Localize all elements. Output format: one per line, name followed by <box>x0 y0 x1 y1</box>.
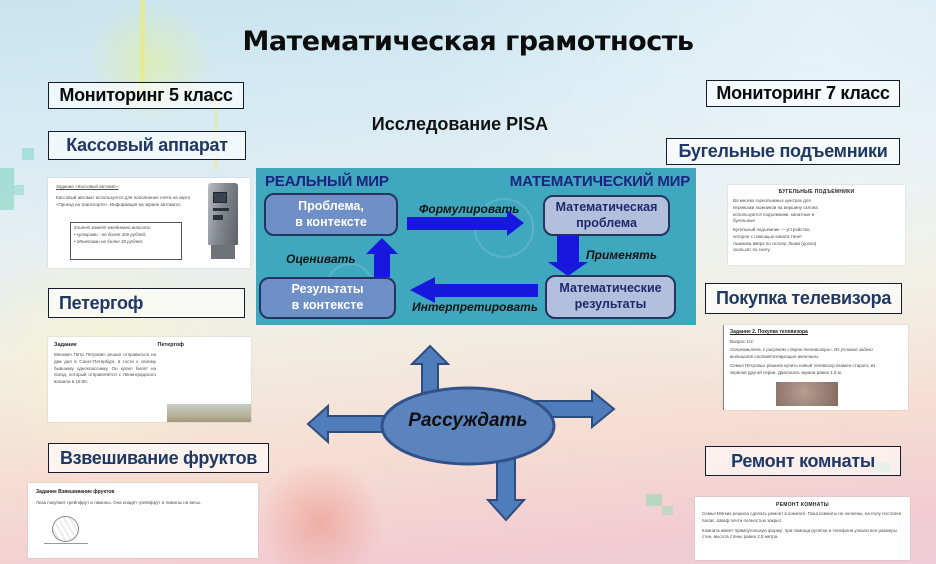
apply-label: Применять <box>586 248 657 262</box>
reasoning-label: Рассуждать <box>408 410 528 431</box>
card-title: Задание 2. Покупка телевизора <box>730 329 808 335</box>
interpret-label: Интерпретировать <box>412 300 538 314</box>
label-text: Кассовый аппарат <box>66 135 228 155</box>
apply-arrow-head <box>548 262 588 276</box>
card-body: Москвич Петр Петрович решил отправиться … <box>54 352 156 384</box>
card-title: РЕМОНТ КОМНАТЫ <box>775 502 829 508</box>
label-text: Мониторинг 7 класс <box>716 83 890 103</box>
card-body: Семья Мягких решила сделать ремонт в ком… <box>702 511 902 523</box>
label-text: Покупка телевизора <box>715 288 892 308</box>
formulate-arrow-head <box>507 210 524 236</box>
card-hint: Ознакомьтесь с рисунком «Экран телевизор… <box>730 346 873 359</box>
interpret-arrow <box>435 284 538 297</box>
label-fruit-weighing[interactable]: Взвешивание фруктов <box>48 443 269 473</box>
label-peterhof[interactable]: Петергоф <box>48 288 245 318</box>
label-text: Петергоф <box>59 292 144 313</box>
card-title: Задание Взвешивание фруктов <box>36 489 115 495</box>
box-math-problem: Математическая проблема <box>543 195 670 236</box>
card-body: Бугельный подъемник — устройство, которо… <box>733 227 817 253</box>
evaluate-arrow-head <box>366 238 398 254</box>
box-results-in-context: Результаты в контексте <box>259 277 396 319</box>
label-monitoring-5[interactable]: Мониторинг 5 класс <box>48 82 244 109</box>
label-ski-lifts[interactable]: Бугельные подъемники <box>666 138 900 165</box>
peterhof-photo <box>167 403 251 422</box>
label-monitoring-7[interactable]: Мониторинг 7 класс <box>706 80 900 107</box>
background-decoration <box>14 185 24 195</box>
card-title: Задание «Кассовый автомат» <box>56 184 119 189</box>
background-decoration <box>646 494 662 506</box>
cash-register-task-thumbnail[interactable]: Задание «Кассовый автомат» Кассовый авто… <box>48 178 250 268</box>
apply-arrow <box>557 236 579 263</box>
reasoning-ellipse <box>380 386 556 466</box>
evaluate-label: Оценивать <box>286 252 356 266</box>
label-text: Бугельные подъемники <box>678 141 888 161</box>
label-text: Мониторинг 5 класс <box>59 85 233 105</box>
card-body: Лиза покупает грейпфрут и лимоны. Она кл… <box>36 500 202 505</box>
card-body: Во многих горнолыжных центрах для перево… <box>733 198 818 224</box>
card-body: Семья Петровых решила купить новый телев… <box>730 363 876 375</box>
box-problem-in-context: Проблема, в контексте <box>264 193 398 236</box>
ellipse-down-arrow <box>485 455 527 522</box>
evaluate-arrow <box>374 253 390 277</box>
formulate-arrow <box>407 217 507 230</box>
math-world-heading: МАТЕМАТИЧЕСКИЙ МИР <box>509 173 690 190</box>
ski-lift-task-thumbnail[interactable]: БУГЕЛЬНЫЕ ПОДЪЕМНИКИ Во многих горнолыжн… <box>728 185 905 265</box>
card-body: Кассовый автомат используется для пополн… <box>56 194 191 207</box>
box-math-results: Математические результаты <box>545 275 676 319</box>
peterhof-task-thumbnail[interactable]: Задание Петергоф Москвич Петр Петрович р… <box>48 337 251 422</box>
card-note-box: Клиент может ежедневно вносить: • купюра… <box>70 222 182 260</box>
tv-photo <box>776 382 838 406</box>
background-decoration <box>22 148 34 160</box>
interpret-arrow-head <box>410 277 435 303</box>
real-world-heading: РЕАЛЬНЫЙ МИР <box>265 173 389 190</box>
label-cash-register[interactable]: Кассовый аппарат <box>48 131 246 160</box>
label-text: Ремонт комнаты <box>731 450 875 471</box>
card-title: Петергоф <box>157 342 184 348</box>
card-title: Задание <box>54 342 77 348</box>
tv-purchase-task-thumbnail[interactable]: Задание 2. Покупка телевизора Вопрос 1/2… <box>723 325 908 410</box>
room-repair-task-thumbnail[interactable]: РЕМОНТ КОМНАТЫ Семья Мягких решила сдела… <box>695 497 910 560</box>
label-text: Взвешивание фруктов <box>59 447 258 468</box>
note-bullet: • Монетами не более 30 рублей. <box>74 238 144 244</box>
note-bullet: • купюрами - не более 300 рублей; <box>74 231 147 237</box>
card-title: БУГЕЛЬНЫЕ ПОДЪЕМНИКИ <box>778 189 855 195</box>
ellipse-arrows-graphic <box>306 344 616 522</box>
label-room-repair[interactable]: Ремонт комнаты <box>705 446 901 476</box>
pisa-cycle-diagram: РЕАЛЬНЫЙ МИР МАТЕМАТИЧЕСКИЙ МИР Проблема… <box>256 168 696 325</box>
background-decoration <box>0 168 14 210</box>
formulate-label: Формулировать <box>419 202 520 216</box>
card-question: Вопрос 1/2: <box>730 339 754 344</box>
label-tv-purchase[interactable]: Покупка телевизора <box>705 283 902 314</box>
page-title: Математическая грамотность <box>242 26 694 57</box>
fruit-weighing-task-thumbnail[interactable]: Задание Взвешивание фруктов Лиза покупае… <box>28 483 258 558</box>
note-title: Клиент может ежедневно вносить: <box>74 225 152 230</box>
reasoning-ellipse-cluster: Рассуждать <box>300 340 620 525</box>
card-body: Комната имеет прямоугольную форму: при п… <box>702 527 897 540</box>
background-decoration <box>662 506 673 515</box>
subtitle-pisa: Исследование PISA <box>371 114 549 134</box>
